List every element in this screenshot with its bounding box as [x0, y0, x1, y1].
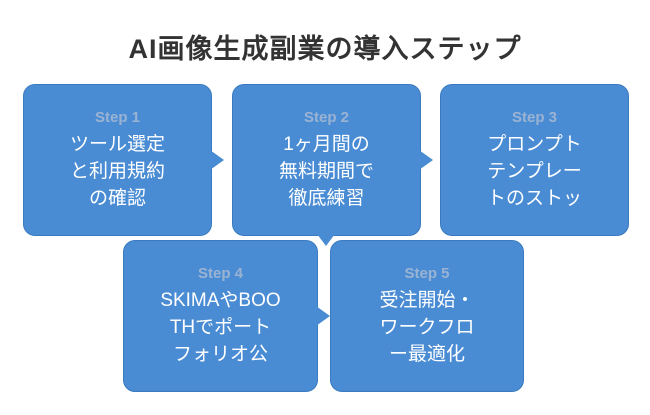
step-1-description: ツール選定 と利用規約 の確認 [69, 134, 165, 209]
step-2-number-label: Step 2 [303, 109, 349, 126]
connector-arrow-down-icon [317, 234, 335, 246]
step-box-4: Step 4 SKIMAやBOO THでポート フォリオ公 [123, 240, 318, 392]
step-2-description: 1ヶ月間の 無料期間で 徹底練習 [278, 134, 374, 209]
connector-arrow-right-4-5-icon [316, 306, 330, 326]
step-4-description: SKIMAやBOO THでポート フォリオ公 [160, 290, 281, 365]
connector-arrow-right-2-3-icon [419, 150, 433, 170]
diagram-title: AI画像生成副業の導入ステップ [128, 34, 522, 64]
step-box-2: Step 2 1ヶ月間の 無料期間で 徹底練習 [232, 84, 421, 236]
step-5-number-label: Step 5 [404, 265, 450, 282]
step-4-number-label: Step 4 [197, 265, 243, 282]
step-3-description: プロンプト テンプレー トのストッ [486, 134, 582, 209]
connector-arrow-right-1-2-icon [210, 150, 224, 170]
step-1-number-label: Step 1 [94, 109, 140, 126]
step-box-1: Step 1 ツール選定 と利用規約 の確認 [23, 84, 212, 236]
step-5-description: 受注開始・ ワークフロ ー最適化 [379, 290, 475, 365]
step-box-3: Step 3 プロンプト テンプレー トのストッ [440, 84, 629, 236]
step-box-5: Step 5 受注開始・ ワークフロ ー最適化 [330, 240, 524, 392]
step-3-number-label: Step 3 [511, 109, 557, 126]
